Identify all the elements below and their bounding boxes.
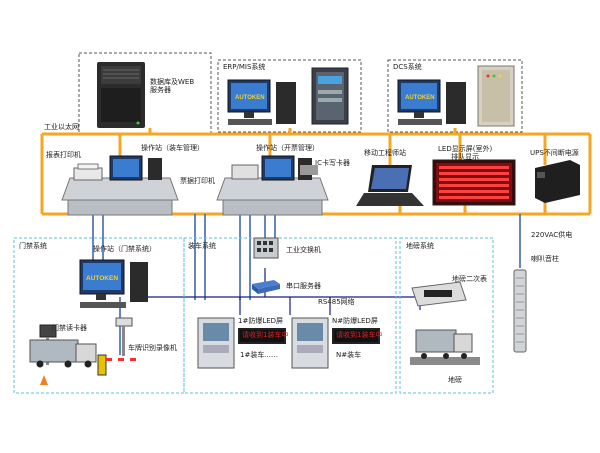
gate-reader-label: 门禁读卡器 [52, 324, 87, 332]
dcs-label: DCS系统 [393, 63, 422, 71]
print-station-label: 报表打印机 [46, 151, 81, 159]
weighbridge-label: 地磅 [448, 376, 462, 384]
ups-icon [535, 160, 580, 203]
erp-label: ERP/MIS系统 [223, 63, 266, 71]
ic-reader-label: IC卡写卡器 [315, 159, 350, 167]
plate-camera-label: 车牌识别录像机 [128, 344, 177, 352]
svg-text:AUTOKEN: AUTOKEN [86, 275, 118, 282]
ex-led-n-label: N#防爆LED屏 [332, 317, 378, 325]
op-station-loading-icon [61, 155, 179, 216]
rs485-line [140, 268, 421, 315]
op-station-ticket-icon [216, 155, 329, 216]
plate-camera-icon [115, 317, 133, 356]
serial-server-label: 串口服务器 [286, 282, 321, 290]
op-station-loading-label: 操作站（装车管理） [141, 144, 204, 152]
ticket-printer-label: 票据打印机 [180, 177, 215, 185]
industrial-switch-label: 工业交换机 [286, 246, 321, 254]
loader-1-controller-icon [197, 317, 235, 369]
op-station-gate-label: 操作站（门禁系统） [93, 245, 156, 253]
led-display-icon [432, 159, 516, 206]
weighbridge-indicator-icon [411, 281, 467, 307]
power-220-label: 220VAC供电 [531, 231, 573, 239]
loader-n-label: N#装车 [336, 351, 362, 359]
led-display-label: LED显示屏(室外) 排队显示 [438, 145, 493, 162]
svg-text:AUTOKEN: AUTOKEN [405, 95, 435, 101]
server-icon [97, 62, 145, 128]
horn-label: 喇叭音柱 [531, 255, 559, 263]
weighbridge-secondary-label: 地磅二次表 [452, 275, 487, 283]
op-station-ticket-label: 操作站（开票管理） [256, 144, 319, 152]
dcs-workstation-icon: AUTOKEN [397, 65, 515, 127]
led-screen-text-1: 请收到1装车中 [242, 331, 289, 339]
led-screen-text-n: 请收到1装车中 [336, 331, 383, 339]
field-bus-lines [92, 214, 521, 355]
ex-led-1-icon [238, 328, 286, 344]
loading-system-label: 装车系统 [188, 242, 216, 250]
weighbridge-truck-icon [410, 329, 480, 365]
serial-server-icon [252, 280, 280, 294]
gate-system-label: 门禁系统 [19, 242, 47, 250]
loader-1-label: 1#装车 [240, 351, 265, 359]
op-station-gate-icon: AUTOKEN [79, 259, 148, 308]
barrier-gate-icon [40, 354, 136, 385]
mobile-station-label: 移动工程师站 [364, 149, 406, 157]
rs485-label: RS485网络 [318, 298, 355, 306]
svg-text:AUTOKEN: AUTOKEN [235, 95, 265, 101]
ex-led-n-icon [332, 328, 380, 344]
ellipsis-label: …… [264, 351, 278, 359]
server-label: 数据库及WEB 服务器 [150, 78, 195, 95]
mobile-station-laptop-icon [356, 165, 424, 206]
erp-workstation-icon: AUTOKEN [227, 67, 349, 125]
loader-n-controller-icon [291, 317, 329, 369]
weighbridge-system-label: 地磅系统 [406, 242, 434, 250]
ex-led-1-label: 1#防爆LED屏 [238, 317, 284, 325]
industrial-ethernet-label: 工业以太网 [44, 123, 79, 131]
weighbridge-system-box [399, 237, 494, 394]
gate-truck-icon [29, 339, 97, 368]
horn-column-icon [513, 269, 527, 353]
loading-system-box [183, 237, 397, 394]
ups-label: UPS不间断电源 [530, 149, 579, 157]
industrial-switch-icon [253, 237, 279, 259]
